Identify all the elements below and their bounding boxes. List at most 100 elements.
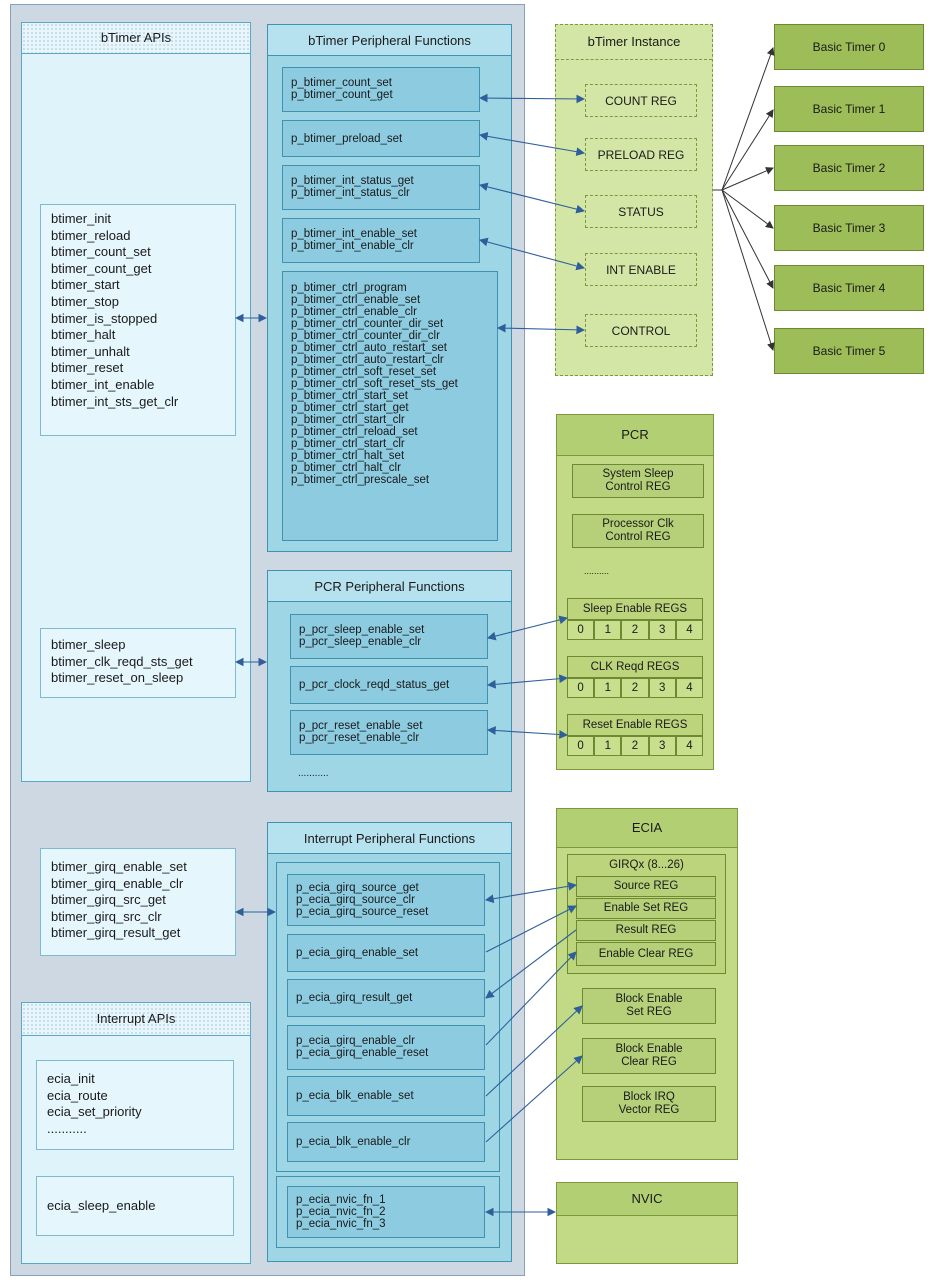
pf-box-girq-result: p_ecia_girq_result_get <box>287 979 485 1017</box>
pf-item: p_btimer_ctrl_auto_restart_clr <box>291 354 444 366</box>
api-item: ecia_sleep_enable <box>47 1197 156 1213</box>
pcr-pf-title: PCR Peripheral Functions <box>267 570 512 602</box>
arrow-girq-enable-set <box>485 905 577 953</box>
api-item: btimer_girq_src_get <box>51 892 166 908</box>
fan-timer-1 <box>721 109 774 191</box>
api-item: btimer_girq_enable_clr <box>51 875 184 891</box>
reg-line: System Sleep <box>602 468 674 480</box>
pf-box-pcr-sleep: p_pcr_sleep_enable_set p_pcr_sleep_enabl… <box>290 614 488 659</box>
int-pf-title: Interrupt Peripheral Functions <box>267 822 512 854</box>
btimer-instance-title: bTimer Instance <box>556 25 712 60</box>
girq-result-reg: Result REG <box>576 920 716 941</box>
pf-item: p_btimer_ctrl_soft_reset_sts_get <box>291 378 458 390</box>
pf-item: p_pcr_sleep_enable_clr <box>299 636 422 648</box>
basic-timer-5: Basic Timer 5 <box>774 328 924 374</box>
arrow-girq-result <box>485 929 577 999</box>
reg-line: Clear REG <box>621 1056 677 1068</box>
arrow-girq-source <box>484 881 578 904</box>
pf-item: p_btimer_ctrl_enable_clr <box>291 306 417 318</box>
pf-item: p_btimer_ctrl_counter_dir_clr <box>291 330 440 342</box>
pf-item: p_btimer_int_enable_set <box>291 228 417 240</box>
btimer-api-group-core: btimer_init btimer_reload btimer_count_s… <box>40 204 236 436</box>
pf-item: p_btimer_ctrl_halt_set <box>291 450 405 462</box>
block-irq-vector-reg: Block IRQ Vector REG <box>582 1086 716 1122</box>
api-item: ecia_set_priority <box>47 1104 142 1120</box>
api-item: btimer_start <box>51 277 120 293</box>
pf-item: p_btimer_ctrl_soft_reset_set <box>291 366 437 378</box>
bit-cell: 1 <box>594 678 622 698</box>
pcr-title: PCR <box>557 415 713 456</box>
pf-item: p_btimer_int_status_get <box>291 175 414 187</box>
pf-item: p_btimer_ctrl_start_get <box>291 402 409 414</box>
arrow-blk-enable-clr <box>485 1055 583 1143</box>
reg-line: Block Enable <box>615 1043 683 1055</box>
girq-title: GIRQx (8...26) <box>609 859 684 871</box>
btimer-pf-title: bTimer Peripheral Functions <box>267 24 512 56</box>
arrow-pcr-clk <box>486 674 569 689</box>
btimer-api-group-sleep: btimer_sleep btimer_clk_reqd_sts_get bti… <box>40 628 236 698</box>
arrow-girq-enable-clr <box>485 951 577 1046</box>
fan-timer-3 <box>721 189 774 229</box>
reg-status: STATUS <box>585 195 697 228</box>
reg-control: CONTROL <box>585 314 697 347</box>
pf-item: p_btimer_int_status_clr <box>291 187 410 199</box>
arrow-pcr-reset <box>486 726 569 739</box>
reg-line: Vector REG <box>618 1104 680 1116</box>
api-item: btimer_count_set <box>51 244 151 260</box>
api-item: ecia_init <box>47 1071 95 1086</box>
pf-item: p_btimer_ctrl_counter_dir_set <box>291 318 444 330</box>
pf-item: p_pcr_reset_enable_clr <box>299 732 420 744</box>
reg-line: Processor Clk <box>602 518 674 530</box>
api-item: btimer_halt <box>51 327 116 343</box>
pf-box-nvic: p_ecia_nvic_fn_1 p_ecia_nvic_fn_2 p_ecia… <box>287 1186 485 1238</box>
pf-item: p_btimer_ctrl_prescale_set <box>291 474 430 486</box>
api-item: btimer_reload <box>51 227 131 243</box>
api-item: btimer_int_sts_get_clr <box>51 393 179 409</box>
pf-item: p_btimer_ctrl_reload_set <box>291 426 418 438</box>
api-item: btimer_unhalt <box>51 343 130 359</box>
pf-item: p_btimer_int_enable_clr <box>291 240 414 252</box>
bit-cell: 2 <box>621 736 649 756</box>
bit-cell: 4 <box>675 736 704 756</box>
pcr-group-title: CLK Reqd REGS <box>567 656 703 678</box>
interrupt-apis-title: Interrupt APIs <box>22 1003 250 1036</box>
arrow-pcr-sleep <box>486 615 569 641</box>
basic-timer-2: Basic Timer 2 <box>774 145 924 191</box>
bit-cell: 3 <box>648 736 676 756</box>
pf-item: p_btimer_ctrl_halt_clr <box>291 462 401 474</box>
pf-item: p_ecia_nvic_fn_3 <box>296 1218 386 1230</box>
api-item: btimer_girq_result_get <box>51 925 181 941</box>
pf-item: p_ecia_girq_enable_reset <box>296 1047 429 1059</box>
api-item: btimer_girq_enable_set <box>51 859 187 874</box>
pf-item: p_ecia_nvic_fn_2 <box>296 1206 386 1218</box>
pf-item: p_btimer_ctrl_auto_restart_set <box>291 342 447 354</box>
pf-item: p_ecia_girq_source_get <box>296 882 419 894</box>
pcr-processor-clk-reg: Processor Clk Control REG <box>572 514 704 548</box>
api-item: btimer_init <box>51 211 111 226</box>
api-item: btimer_reset_on_sleep <box>51 670 184 686</box>
pf-box-preload: p_btimer_preload_set <box>282 120 480 157</box>
api-item: btimer_girq_src_clr <box>51 908 162 924</box>
pf-item: p_btimer_count_get <box>291 89 393 101</box>
bit-cell: 4 <box>675 620 704 640</box>
arrow-status <box>478 182 586 214</box>
pcr-system-sleep-reg: System Sleep Control REG <box>572 464 704 498</box>
pf-item: p_pcr_clock_reqd_status_get <box>299 679 450 691</box>
arrow-blk-enable-set <box>485 1005 583 1097</box>
api-item: btimer_stop <box>51 293 119 309</box>
pf-item: p_btimer_ctrl_program <box>291 282 407 294</box>
pf-item: p_pcr_reset_enable_set <box>299 720 423 732</box>
interrupt-api-group-core: ecia_init ecia_route ecia_set_priority .… <box>36 1060 234 1150</box>
pcr-ellipsis: .......... <box>584 566 610 576</box>
nvic-title: NVIC <box>557 1183 737 1216</box>
pf-item: p_ecia_girq_source_clr <box>296 894 415 906</box>
pf-item: p_btimer_ctrl_start_clr <box>291 414 405 426</box>
interrupt-api-group-sleep: ecia_sleep_enable <box>36 1176 234 1236</box>
fan-timer-0 <box>721 47 775 191</box>
api-item: btimer_count_get <box>51 260 152 276</box>
bit-cell: 1 <box>594 620 622 640</box>
arrow-control <box>496 323 586 335</box>
